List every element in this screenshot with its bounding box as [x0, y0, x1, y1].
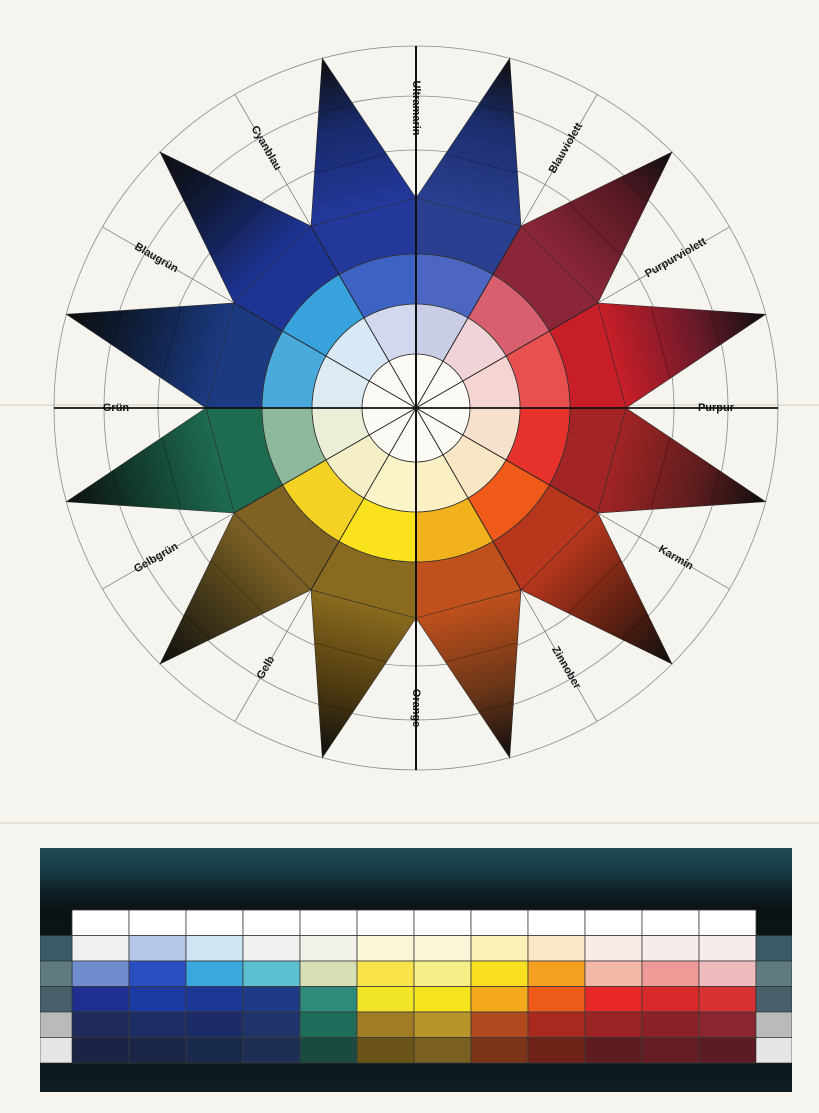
grid-swatch: [243, 987, 300, 1013]
side-swatch-right: [756, 936, 792, 962]
grid-swatch: [414, 936, 471, 962]
grid-swatch: [528, 936, 585, 962]
grid-swatch: [585, 1038, 642, 1064]
grid-swatch: [129, 910, 186, 936]
grid-swatch: [357, 987, 414, 1013]
star-point: [598, 408, 766, 513]
grid-swatch: [129, 961, 186, 987]
side-swatch-right: [756, 1012, 792, 1038]
grid-swatch: [699, 936, 756, 962]
grid-swatch: [72, 987, 129, 1013]
grid-swatch: [186, 936, 243, 962]
grid-swatch: [414, 961, 471, 987]
star-point: [311, 590, 416, 758]
side-swatch-left: [40, 987, 72, 1013]
grid-swatch: [129, 987, 186, 1013]
grid-swatch: [414, 910, 471, 936]
grid-swatch: [357, 936, 414, 962]
grid-swatch: [129, 1012, 186, 1038]
side-swatch-left: [40, 1038, 72, 1064]
grid-swatch: [300, 910, 357, 936]
grid-swatch: [528, 1038, 585, 1064]
grid-swatch: [243, 936, 300, 962]
grid-swatch: [243, 1038, 300, 1064]
color-star-diagram: BlauviolettPurpurviolettPurpurKarminZinn…: [0, 0, 819, 830]
grid-swatch: [186, 987, 243, 1013]
grid-swatch: [699, 987, 756, 1013]
side-swatch-left: [40, 936, 72, 962]
star-point: [598, 303, 766, 408]
grid-swatch: [642, 987, 699, 1013]
star-point: [416, 590, 521, 758]
grid-swatch: [642, 910, 699, 936]
side-swatch-left: [40, 1012, 72, 1038]
star-point: [311, 58, 416, 226]
grid-swatch: [186, 961, 243, 987]
grid-swatch: [528, 910, 585, 936]
grid-swatch: [129, 936, 186, 962]
grid-swatch: [243, 910, 300, 936]
grid-swatch: [300, 1038, 357, 1064]
grid-swatch: [72, 1012, 129, 1038]
grid-swatch: [585, 910, 642, 936]
grid-swatch: [72, 910, 129, 936]
grid-swatch: [528, 961, 585, 987]
grid-swatch: [471, 1012, 528, 1038]
grid-swatch: [642, 961, 699, 987]
grid-swatch: [186, 910, 243, 936]
grid-swatch: [414, 1012, 471, 1038]
grid-swatch: [357, 910, 414, 936]
grid-swatch: [699, 961, 756, 987]
grid-swatch: [129, 1038, 186, 1064]
grid-swatch: [699, 1038, 756, 1064]
grid-swatch: [300, 987, 357, 1013]
grid-swatch: [72, 1038, 129, 1064]
color-grid-panel: [40, 848, 792, 1092]
grid-swatch: [585, 1012, 642, 1038]
grid-swatch: [642, 1038, 699, 1064]
grid-swatch: [642, 936, 699, 962]
grid-swatch: [471, 1038, 528, 1064]
grid-swatch: [186, 1038, 243, 1064]
grid-swatch: [585, 936, 642, 962]
grid-swatch: [471, 910, 528, 936]
side-swatch-right: [756, 1038, 792, 1064]
plate-divider: [0, 822, 819, 824]
grid-swatch: [471, 936, 528, 962]
grid-swatch: [186, 1012, 243, 1038]
side-swatch-left: [40, 961, 72, 987]
grid-swatch: [528, 987, 585, 1013]
side-swatch-right: [756, 961, 792, 987]
grid-swatch: [300, 1012, 357, 1038]
star-point: [66, 408, 234, 513]
grid-swatch: [300, 936, 357, 962]
grid-swatch: [243, 961, 300, 987]
grid-swatch: [699, 1012, 756, 1038]
grid-swatch: [642, 1012, 699, 1038]
grid-swatch: [300, 961, 357, 987]
color-grid: [40, 848, 792, 1092]
grid-swatch: [699, 910, 756, 936]
star-point: [66, 303, 234, 408]
grid-swatch: [357, 961, 414, 987]
star-point: [416, 58, 521, 226]
grid-swatch: [72, 961, 129, 987]
grid-swatch: [72, 936, 129, 962]
grid-swatch: [414, 1038, 471, 1064]
grid-swatch: [528, 1012, 585, 1038]
grid-swatch: [585, 987, 642, 1013]
side-swatch-right: [756, 987, 792, 1013]
grid-swatch: [357, 1038, 414, 1064]
grid-swatch: [243, 1012, 300, 1038]
grid-swatch: [414, 987, 471, 1013]
grid-swatch: [471, 987, 528, 1013]
grid-swatch: [471, 961, 528, 987]
grid-swatch: [357, 1012, 414, 1038]
grid-swatch: [585, 961, 642, 987]
